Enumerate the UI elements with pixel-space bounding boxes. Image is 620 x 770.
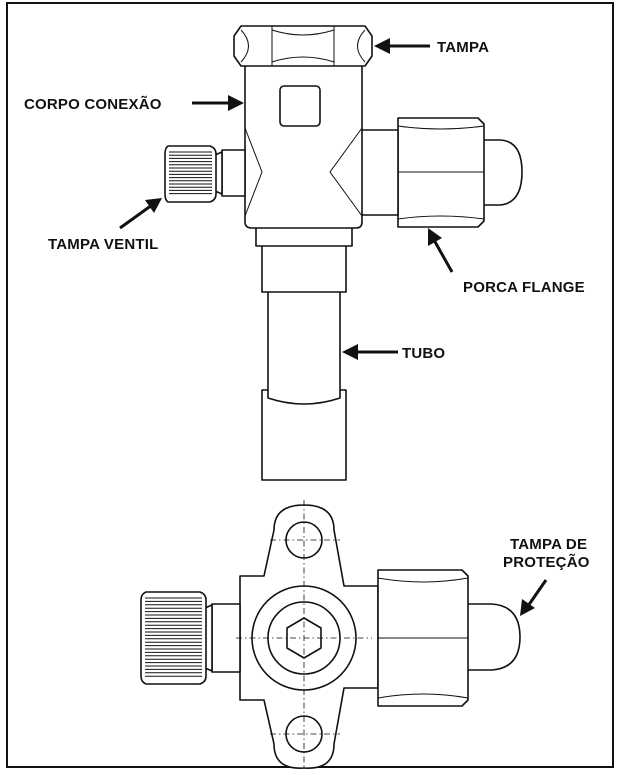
valve-side-view [164, 25, 523, 481]
label-porca-flange: PORCA FLANGE [463, 279, 585, 296]
callout-arrows [119, 38, 548, 616]
tube [267, 289, 341, 405]
valve-core-neck [221, 149, 246, 197]
tube-collar [255, 225, 353, 247]
cap [233, 25, 373, 67]
protective-cap-dome-end [461, 603, 521, 671]
tube-sleeve [261, 243, 347, 293]
label-tampa-de-protecao-line1: TAMPA DE [510, 536, 587, 553]
label-tubo: TUBO [402, 345, 445, 362]
valve-body [244, 63, 363, 229]
label-corpo-conexao: CORPO CONEXÃO [24, 95, 162, 113]
body-window [279, 85, 321, 127]
label-tampa-de-protecao-line2: PROTEÇÃO [503, 553, 590, 571]
valve-core-neck-end [211, 603, 241, 673]
label-tampa: TAMPA [437, 39, 489, 56]
valve-core-cap-end [140, 591, 207, 685]
label-tampa-ventil: TAMPA VENTIL [48, 236, 158, 253]
valve-end-view [140, 500, 521, 770]
